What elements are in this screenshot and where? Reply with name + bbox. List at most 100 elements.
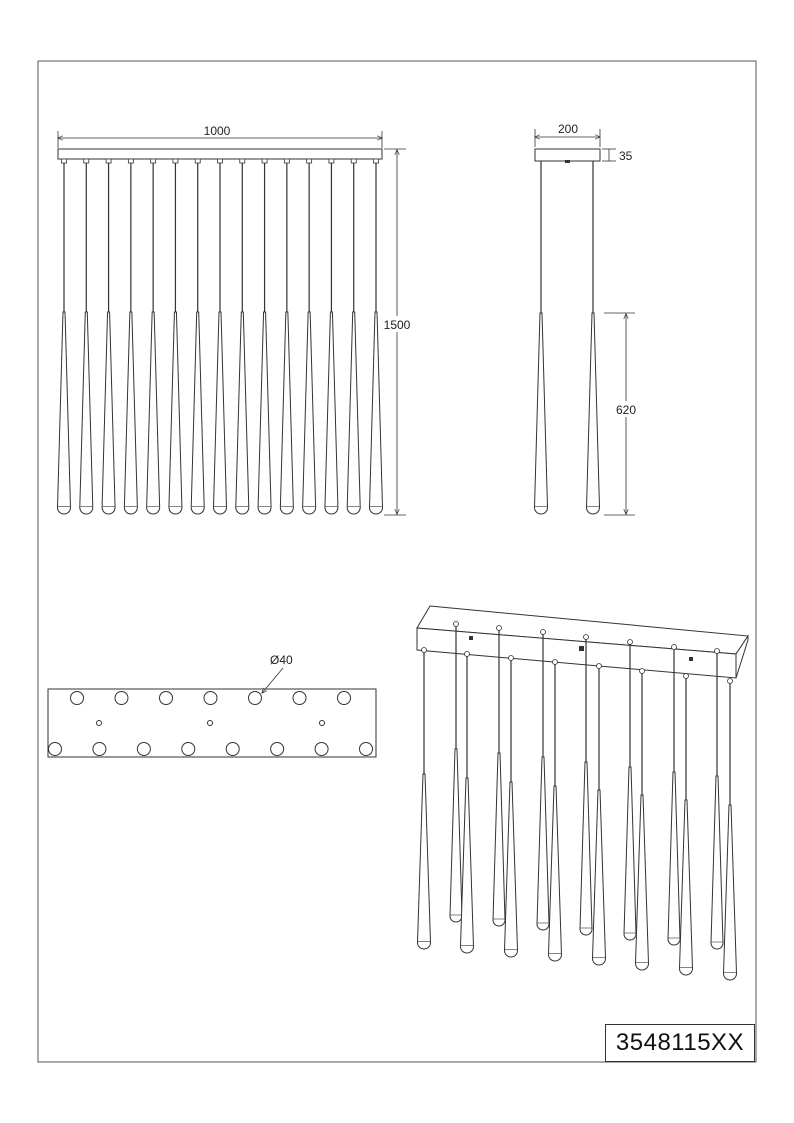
persp-back-4-cap [583, 634, 589, 640]
side-pendant-2 [585, 161, 601, 515]
persp-front-pendant-1-shade [416, 773, 432, 950]
persp-front-7-cap [683, 673, 689, 679]
side-canopy-screw [565, 160, 570, 163]
canopy-holes [48, 691, 373, 756]
persp-front-pendant-4 [547, 664, 563, 962]
side-view: 200 35 620 [533, 122, 640, 516]
front-pendant-1-shade [56, 311, 72, 515]
side-depth-dimension: 200 [535, 122, 600, 147]
persp-back-pendant-2-shade [492, 752, 506, 927]
front-pendants [56, 158, 384, 515]
perspective-canopy-side [735, 634, 749, 679]
persp-front-6-cap [639, 668, 645, 674]
persp-front-pendant-3-shade [503, 781, 519, 958]
front-view: 1000 1500 [56, 124, 414, 516]
front-pendant-6 [168, 163, 183, 515]
persp-back-5-cap [627, 639, 633, 645]
persp-back-pendant-4-shade [579, 761, 593, 936]
front-pendant-1 [56, 163, 72, 515]
perspective-screw-3 [689, 657, 693, 661]
front-pendant-12 [302, 163, 317, 515]
screw-3 [319, 720, 325, 726]
front-pendant-3-cap [105, 158, 112, 164]
front-pendant-3 [101, 163, 116, 515]
hole-bottom-4 [181, 742, 196, 756]
persp-back-7-cap [714, 648, 720, 654]
perspective-screw-1 [469, 636, 473, 640]
front-pendant-10-shade [257, 311, 272, 515]
persp-front-pendant-2 [459, 656, 475, 954]
persp-back-pendant-6-shade [667, 771, 681, 946]
front-pendant-15-cap [373, 158, 379, 164]
front-pendant-8-cap [217, 158, 223, 164]
persp-front-pendant-2-shade [459, 777, 475, 954]
perspective-pendants [416, 621, 738, 981]
persp-back-1-cap [453, 621, 459, 627]
persp-back-pendant-1-shade [449, 748, 463, 923]
hole-top-3 [159, 691, 173, 705]
front-pendant-7 [190, 163, 205, 515]
front-canopy [57, 148, 383, 160]
hole-top-5 [248, 691, 262, 705]
persp-back-pendant-5-shade [623, 766, 637, 941]
persp-back-pendant-2 [492, 630, 506, 927]
persp-back-2-cap [496, 625, 502, 631]
front-width-label: 1000 [204, 124, 231, 138]
hole-bottom-1 [48, 742, 62, 756]
front-pendant-10 [257, 163, 272, 515]
side-pendants [533, 161, 601, 515]
product-code-box: 3548115XX [605, 1024, 755, 1062]
side-canopy-height-label: 35 [619, 149, 633, 163]
persp-back-pendant-1 [449, 626, 463, 923]
front-pendant-11 [279, 163, 294, 515]
front-pendant-6-cap [172, 158, 179, 164]
hole-bottom-7 [314, 742, 329, 756]
hole-bottom-2 [92, 742, 107, 756]
hole-bottom-6 [270, 742, 285, 756]
front-pendant-7-cap [194, 158, 201, 164]
persp-back-pendant-6 [667, 649, 681, 946]
front-pendant-12-shade [302, 311, 317, 515]
persp-front-3-cap [508, 655, 514, 661]
canopy-bottom-view: Ø40 [47, 653, 377, 758]
front-height-dimension: 1500 [380, 148, 414, 516]
front-pendant-13 [324, 163, 339, 515]
front-pendant-15 [368, 163, 384, 515]
persp-front-pendant-5-shade [591, 789, 607, 966]
side-shade-length-label: 620 [616, 403, 636, 417]
front-width-dimension: 1000 [58, 124, 382, 148]
persp-front-pendant-7 [678, 678, 694, 976]
front-pendant-5-shade [146, 311, 161, 515]
persp-front-pendant-5 [591, 668, 607, 966]
front-pendant-11-cap [283, 158, 290, 164]
persp-back-pendant-3 [536, 634, 550, 931]
persp-back-pendant-5 [623, 644, 637, 941]
front-pendant-11-shade [279, 311, 294, 515]
front-pendant-9 [235, 163, 250, 515]
hole-diameter-callout: Ø40 [262, 653, 293, 693]
front-pendant-9-cap [239, 158, 246, 164]
persp-back-pendant-4 [579, 639, 593, 936]
persp-front-pendant-8 [722, 683, 738, 981]
side-shade-length-dimension: 620 [604, 312, 640, 516]
persp-front-5-cap [596, 663, 602, 669]
persp-front-4-cap [552, 659, 558, 665]
front-pendant-4-cap [127, 158, 134, 164]
front-pendant-4 [123, 163, 138, 515]
front-pendant-14-cap [350, 158, 357, 164]
side-pendant-2-shade [585, 312, 601, 515]
persp-front-pendant-8-shade [722, 804, 738, 981]
screw-2 [207, 720, 213, 726]
side-canopy-height-dimension: 35 [602, 148, 633, 163]
persp-front-pendant-6-shade [634, 794, 650, 971]
side-depth-label: 200 [558, 122, 578, 136]
front-pendant-6-shade [168, 311, 183, 515]
persp-front-pendant-6 [634, 673, 650, 971]
front-height-label: 1500 [384, 318, 411, 332]
hole-bottom-5 [225, 742, 240, 756]
persp-front-pendant-3 [503, 660, 519, 958]
hole-bottom-8 [359, 742, 373, 756]
front-pendant-3-shade [101, 311, 116, 515]
front-pendant-2 [79, 163, 94, 515]
